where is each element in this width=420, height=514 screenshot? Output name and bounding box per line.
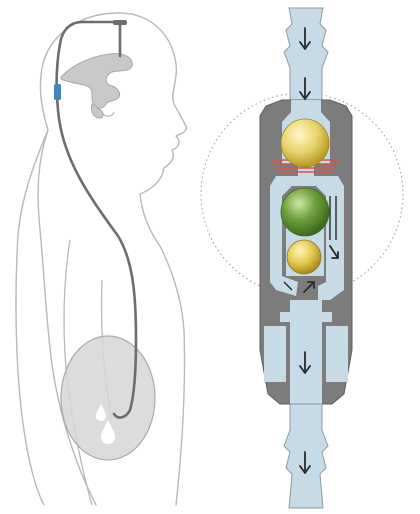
catheter-tip [113, 20, 127, 25]
upper-ball [281, 119, 329, 167]
lower-ball [287, 240, 321, 274]
middle-ball [281, 188, 329, 236]
valve-cross-section [201, 8, 403, 508]
outlet-tube [284, 404, 328, 508]
human-profile [16, 13, 186, 505]
right-bypass-channel [326, 326, 348, 382]
left-bypass-channel [264, 326, 286, 382]
inlet-tube [284, 8, 328, 100]
back-line [16, 130, 48, 505]
brain-ventricles [61, 54, 133, 109]
catheter-connector [54, 84, 61, 100]
